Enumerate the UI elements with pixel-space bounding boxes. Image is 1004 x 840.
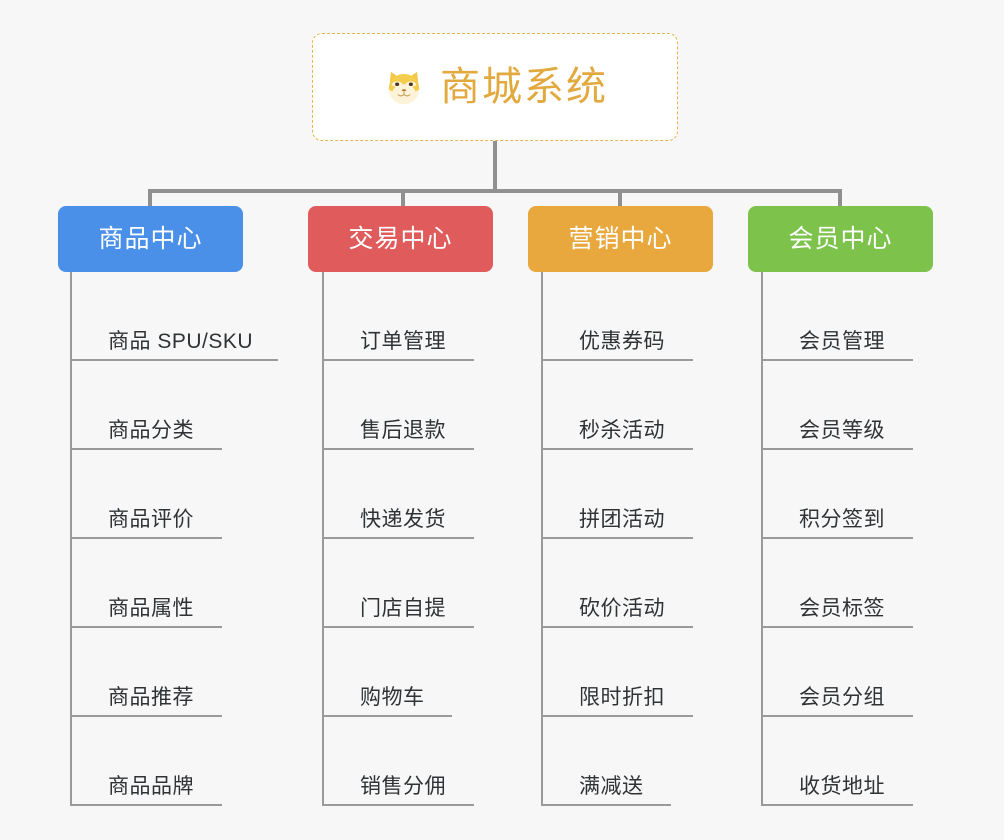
connector-horizontal-bus [148,189,842,193]
item-underline [70,804,222,806]
item-label: 砍价活动 [579,597,665,620]
column-rail [541,272,543,806]
column-rail [70,272,72,806]
category-box-3[interactable]: 营销中心 [528,206,713,272]
category-box-1[interactable]: 商品中心 [58,206,243,272]
list-item[interactable]: 会员标签 [761,539,913,628]
item-underline [70,448,222,450]
list-item[interactable]: 收货地址 [761,717,913,806]
item-label: 满减送 [579,775,644,798]
item-label: 会员等级 [799,419,885,442]
item-underline [761,448,913,450]
item-underline [541,537,693,539]
list-item[interactable]: 售后退款 [322,361,474,450]
item-label: 售后退款 [360,419,446,442]
category-label: 交易中心 [348,224,453,253]
category-label: 会员中心 [788,224,893,253]
item-underline [322,537,474,539]
item-underline [761,537,913,539]
list-item[interactable]: 门店自提 [322,539,474,628]
list-item[interactable]: 秒杀活动 [541,361,693,450]
item-underline [761,804,913,806]
connector-drop-2 [401,189,405,209]
item-underline [70,626,222,628]
root-title: 商城系统 [440,65,608,109]
list-item[interactable]: 购物车 [322,628,452,717]
item-label: 订单管理 [360,330,446,353]
item-list: 优惠券码秒杀活动拼团活动砍价活动限时折扣满减送 [541,272,693,806]
list-item[interactable]: 快递发货 [322,450,474,539]
item-underline [322,448,474,450]
connector-drop-3 [618,189,622,209]
item-label: 会员标签 [799,597,885,620]
category-label: 商品中心 [98,224,203,253]
item-underline [541,448,693,450]
root-node[interactable]: 商城系统 [312,33,678,141]
connector-drop-4 [838,189,842,209]
category-box-2[interactable]: 交易中心 [308,206,493,272]
item-label: 拼团活动 [579,508,665,531]
category-label: 营销中心 [568,224,673,253]
column-rail [322,272,324,806]
list-item[interactable]: 商品 SPU/SKU [70,272,278,361]
item-underline [541,715,693,717]
item-underline [70,359,278,361]
item-underline [322,715,452,717]
item-underline [761,626,913,628]
item-underline [322,359,474,361]
item-underline [541,359,693,361]
item-label: 购物车 [360,686,425,709]
item-label: 会员分组 [799,686,885,709]
category-box-4[interactable]: 会员中心 [748,206,933,272]
item-underline [541,804,671,806]
item-underline [70,537,222,539]
item-label: 会员管理 [799,330,885,353]
column-rail [761,272,763,806]
list-item[interactable]: 限时折扣 [541,628,693,717]
connector-drop-1 [148,189,152,209]
list-item[interactable]: 会员管理 [761,272,913,361]
item-label: 商品推荐 [108,686,194,709]
shiba-dog-face-icon [382,65,426,109]
list-item[interactable]: 优惠券码 [541,272,693,361]
item-label: 销售分佣 [360,775,446,798]
list-item[interactable]: 积分签到 [761,450,913,539]
item-label: 商品分类 [108,419,194,442]
list-item[interactable]: 商品推荐 [70,628,253,717]
list-item[interactable]: 会员等级 [761,361,913,450]
item-underline [541,626,693,628]
list-item[interactable]: 商品分类 [70,361,253,450]
item-label: 积分签到 [799,508,885,531]
list-item[interactable]: 商品品牌 [70,717,253,806]
list-item[interactable]: 销售分佣 [322,717,474,806]
item-label: 秒杀活动 [579,419,665,442]
list-item[interactable]: 拼团活动 [541,450,693,539]
item-label: 收货地址 [799,775,885,798]
item-label: 快递发货 [360,508,446,531]
item-underline [322,626,474,628]
list-item[interactable]: 商品评价 [70,450,253,539]
list-item[interactable]: 砍价活动 [541,539,693,628]
item-underline [70,715,222,717]
item-underline [761,715,913,717]
list-item[interactable]: 订单管理 [322,272,474,361]
list-item[interactable]: 满减送 [541,717,671,806]
item-underline [761,359,913,361]
item-label: 商品属性 [108,597,194,620]
list-item[interactable]: 商品属性 [70,539,253,628]
list-item[interactable]: 会员分组 [761,628,913,717]
item-list: 订单管理售后退款快递发货门店自提购物车销售分佣 [322,272,474,806]
item-list: 商品 SPU/SKU 商品分类商品评价商品属性商品推荐商品品牌 [70,272,278,806]
item-label: 门店自提 [360,597,446,620]
item-underline [322,804,474,806]
item-label: 优惠券码 [579,330,665,353]
item-label: 商品品牌 [108,775,194,798]
item-label: 商品 SPU/SKU [108,330,254,353]
item-list: 会员管理会员等级积分签到会员标签会员分组收货地址 [761,272,913,806]
item-label: 商品评价 [108,508,194,531]
connector-root-stem [493,141,497,191]
item-label: 限时折扣 [579,686,665,709]
